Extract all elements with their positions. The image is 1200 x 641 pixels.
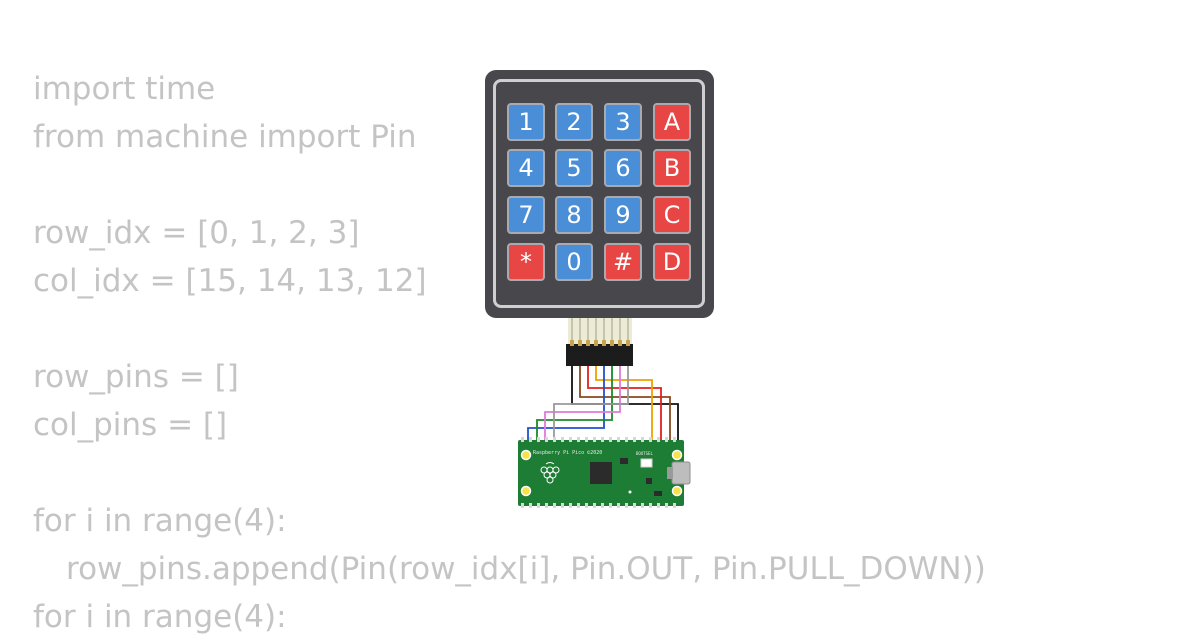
usb-port bbox=[671, 461, 691, 485]
key-6[interactable]: 6 bbox=[604, 149, 642, 187]
mounting-hole bbox=[520, 485, 532, 497]
key-9[interactable]: 9 bbox=[604, 196, 642, 234]
header-connector bbox=[566, 340, 633, 366]
bootsel-label: BOOTSEL bbox=[636, 451, 653, 456]
key-2[interactable]: 2 bbox=[555, 103, 593, 141]
code-listing: import time from machine import Pin row_id… bbox=[33, 65, 986, 641]
raspberry-logo-icon bbox=[540, 462, 560, 484]
key-7[interactable]: 7 bbox=[507, 196, 545, 234]
bootsel-button bbox=[640, 458, 653, 468]
key-5[interactable]: 5 bbox=[555, 149, 593, 187]
mounting-hole bbox=[671, 485, 683, 497]
wire-violet bbox=[544, 366, 621, 444]
wire-green bbox=[536, 366, 613, 444]
led bbox=[628, 490, 632, 494]
membrane-keypad[interactable]: 1 2 3 A 4 5 6 B 7 8 9 C * 0 # D bbox=[485, 70, 714, 318]
code-line: for i in range(4): bbox=[33, 503, 287, 539]
mounting-hole bbox=[520, 449, 532, 461]
code-line: for i in range(4): bbox=[33, 599, 287, 635]
keypad-border bbox=[493, 79, 705, 308]
code-line: import time bbox=[33, 71, 216, 107]
mounting-hole bbox=[671, 449, 683, 461]
key-star[interactable]: * bbox=[507, 243, 545, 281]
rp2040-chip bbox=[590, 462, 612, 484]
code-line: col_pins = [] bbox=[33, 407, 228, 443]
key-1[interactable]: 1 bbox=[507, 103, 545, 141]
code-line: row_pins = [] bbox=[33, 359, 239, 395]
key-hash[interactable]: # bbox=[604, 243, 642, 281]
flash-chip bbox=[620, 458, 628, 464]
key-b[interactable]: B bbox=[653, 149, 691, 187]
wire-orange bbox=[595, 366, 653, 444]
key-4[interactable]: 4 bbox=[507, 149, 545, 187]
pin-header-top bbox=[521, 437, 676, 442]
key-0[interactable]: 0 bbox=[555, 243, 593, 281]
key-d[interactable]: D bbox=[653, 243, 691, 281]
usb-port-body bbox=[667, 467, 673, 479]
key-3[interactable]: 3 bbox=[604, 103, 642, 141]
code-line: row_idx = [0, 1, 2, 3] bbox=[33, 215, 360, 251]
key-8[interactable]: 8 bbox=[555, 196, 593, 234]
regulator-chip bbox=[646, 478, 652, 484]
wire-gray bbox=[553, 366, 629, 444]
wire-blue bbox=[527, 366, 605, 444]
key-c[interactable]: C bbox=[653, 196, 691, 234]
pin-header-bottom bbox=[521, 503, 676, 508]
pico-board: Raspberry Pi Pico ©2020 BOOTSEL bbox=[518, 437, 691, 508]
board-label: Raspberry Pi Pico ©2020 bbox=[533, 450, 602, 456]
wire-brown bbox=[579, 366, 671, 444]
key-a[interactable]: A bbox=[653, 103, 691, 141]
wire-red bbox=[587, 366, 662, 444]
ribbon-cable bbox=[568, 318, 632, 346]
component bbox=[654, 491, 662, 496]
code-line: row_pins.append(Pin(row_idx[i], Pin.OUT,… bbox=[66, 551, 986, 587]
wires bbox=[527, 366, 679, 444]
code-line: from machine import Pin bbox=[33, 119, 417, 155]
code-line: col_idx = [15, 14, 13, 12] bbox=[33, 263, 427, 299]
